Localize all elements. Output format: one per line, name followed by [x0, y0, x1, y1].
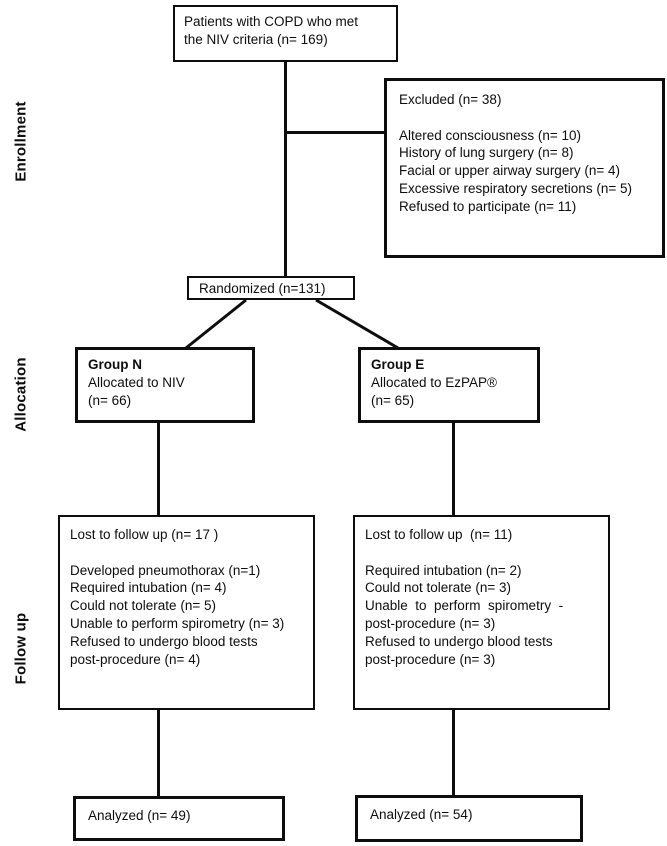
group-n-box: Group N Allocated to NIV(n= 66)	[75, 347, 255, 423]
randomized-label: Randomized (n=131)	[199, 281, 326, 296]
connector-excluded-branch	[284, 131, 384, 134]
group-e-box: Group E Allocated to EzPAP®(n= 65)	[358, 347, 540, 423]
connector-group-n-to-lost	[157, 423, 160, 515]
connector-lost-n-to-analyzed	[157, 710, 160, 796]
analyzed-e-box: Analyzed (n= 54)	[355, 795, 583, 842]
group-e-title: Group E	[371, 357, 425, 372]
lost-followup-e-box: Lost to follow up (n= 11) Required intub…	[353, 515, 610, 710]
analyzed-n-label: Analyzed (n= 49)	[88, 808, 191, 823]
group-n-title: Group N	[88, 357, 142, 372]
analyzed-e-label: Analyzed (n= 54)	[370, 807, 473, 822]
excluded-box: Excluded (n= 38) Altered consciousness (…	[384, 78, 665, 258]
stage-label-enrollment: Enrollment	[12, 101, 30, 182]
connector-group-e-to-lost	[452, 423, 455, 515]
lost-followup-n-box: Lost to follow up (n= 17 ) Developed pne…	[58, 515, 315, 710]
analyzed-n-box: Analyzed (n= 49)	[73, 796, 285, 841]
group-e-details: Allocated to EzPAP®(n= 65)	[371, 374, 498, 408]
connector-enrollment-vertical	[284, 62, 287, 276]
randomized-box: Randomized (n=131)	[187, 276, 355, 300]
stage-label-allocation: Allocation	[12, 357, 30, 432]
connector-lost-e-to-analyzed	[452, 710, 455, 795]
group-n-details: Allocated to NIV(n= 66)	[88, 374, 185, 408]
stage-label-followup: Follow up	[12, 612, 30, 685]
